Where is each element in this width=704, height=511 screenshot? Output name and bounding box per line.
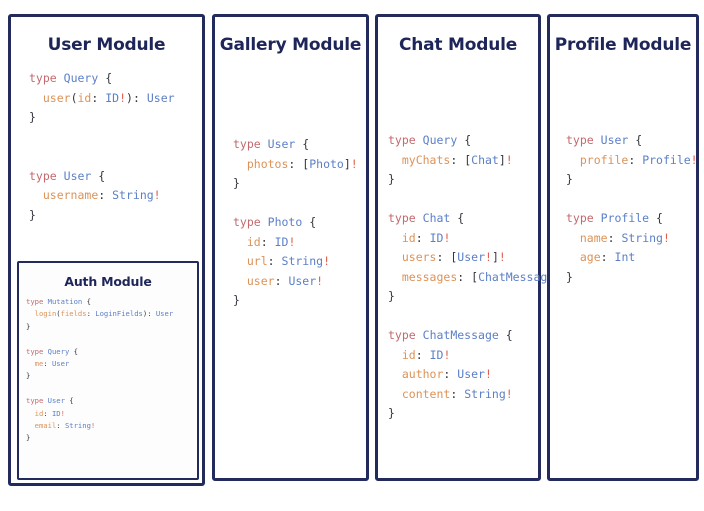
- module-code-profile: type User { profile: Profile! } type Pro…: [566, 133, 698, 284]
- module-title-user: User Module: [47, 35, 166, 55]
- module-title-auth: Auth Module: [64, 274, 152, 289]
- module-code-chat: type Query { myChats: [Chat]! } type Cha…: [388, 133, 568, 420]
- module-code-auth: type Mutation { login(fields: LoginField…: [26, 297, 174, 443]
- module-panel-auth[interactable]: Auth Module type Mutation { login(fields…: [17, 261, 199, 480]
- module-title-chat: Chat Module: [398, 35, 518, 55]
- module-title-profile: Profile Module: [554, 35, 692, 55]
- module-panel-gallery[interactable]: Gallery Module type User { photos: [Phot…: [212, 14, 369, 481]
- module-panel-profile[interactable]: Profile Module type User { profile: Prof…: [547, 14, 699, 481]
- module-code-user: type Query { user(id: ID!): User } type …: [29, 71, 175, 222]
- module-code-gallery: type User { photos: [Photo]! } type Phot…: [233, 137, 358, 307]
- module-title-gallery: Gallery Module: [219, 35, 362, 55]
- module-panel-user[interactable]: User Module type Query { user(id: ID!): …: [8, 14, 205, 486]
- module-panel-chat[interactable]: Chat Module type Query { myChats: [Chat]…: [375, 14, 568, 481]
